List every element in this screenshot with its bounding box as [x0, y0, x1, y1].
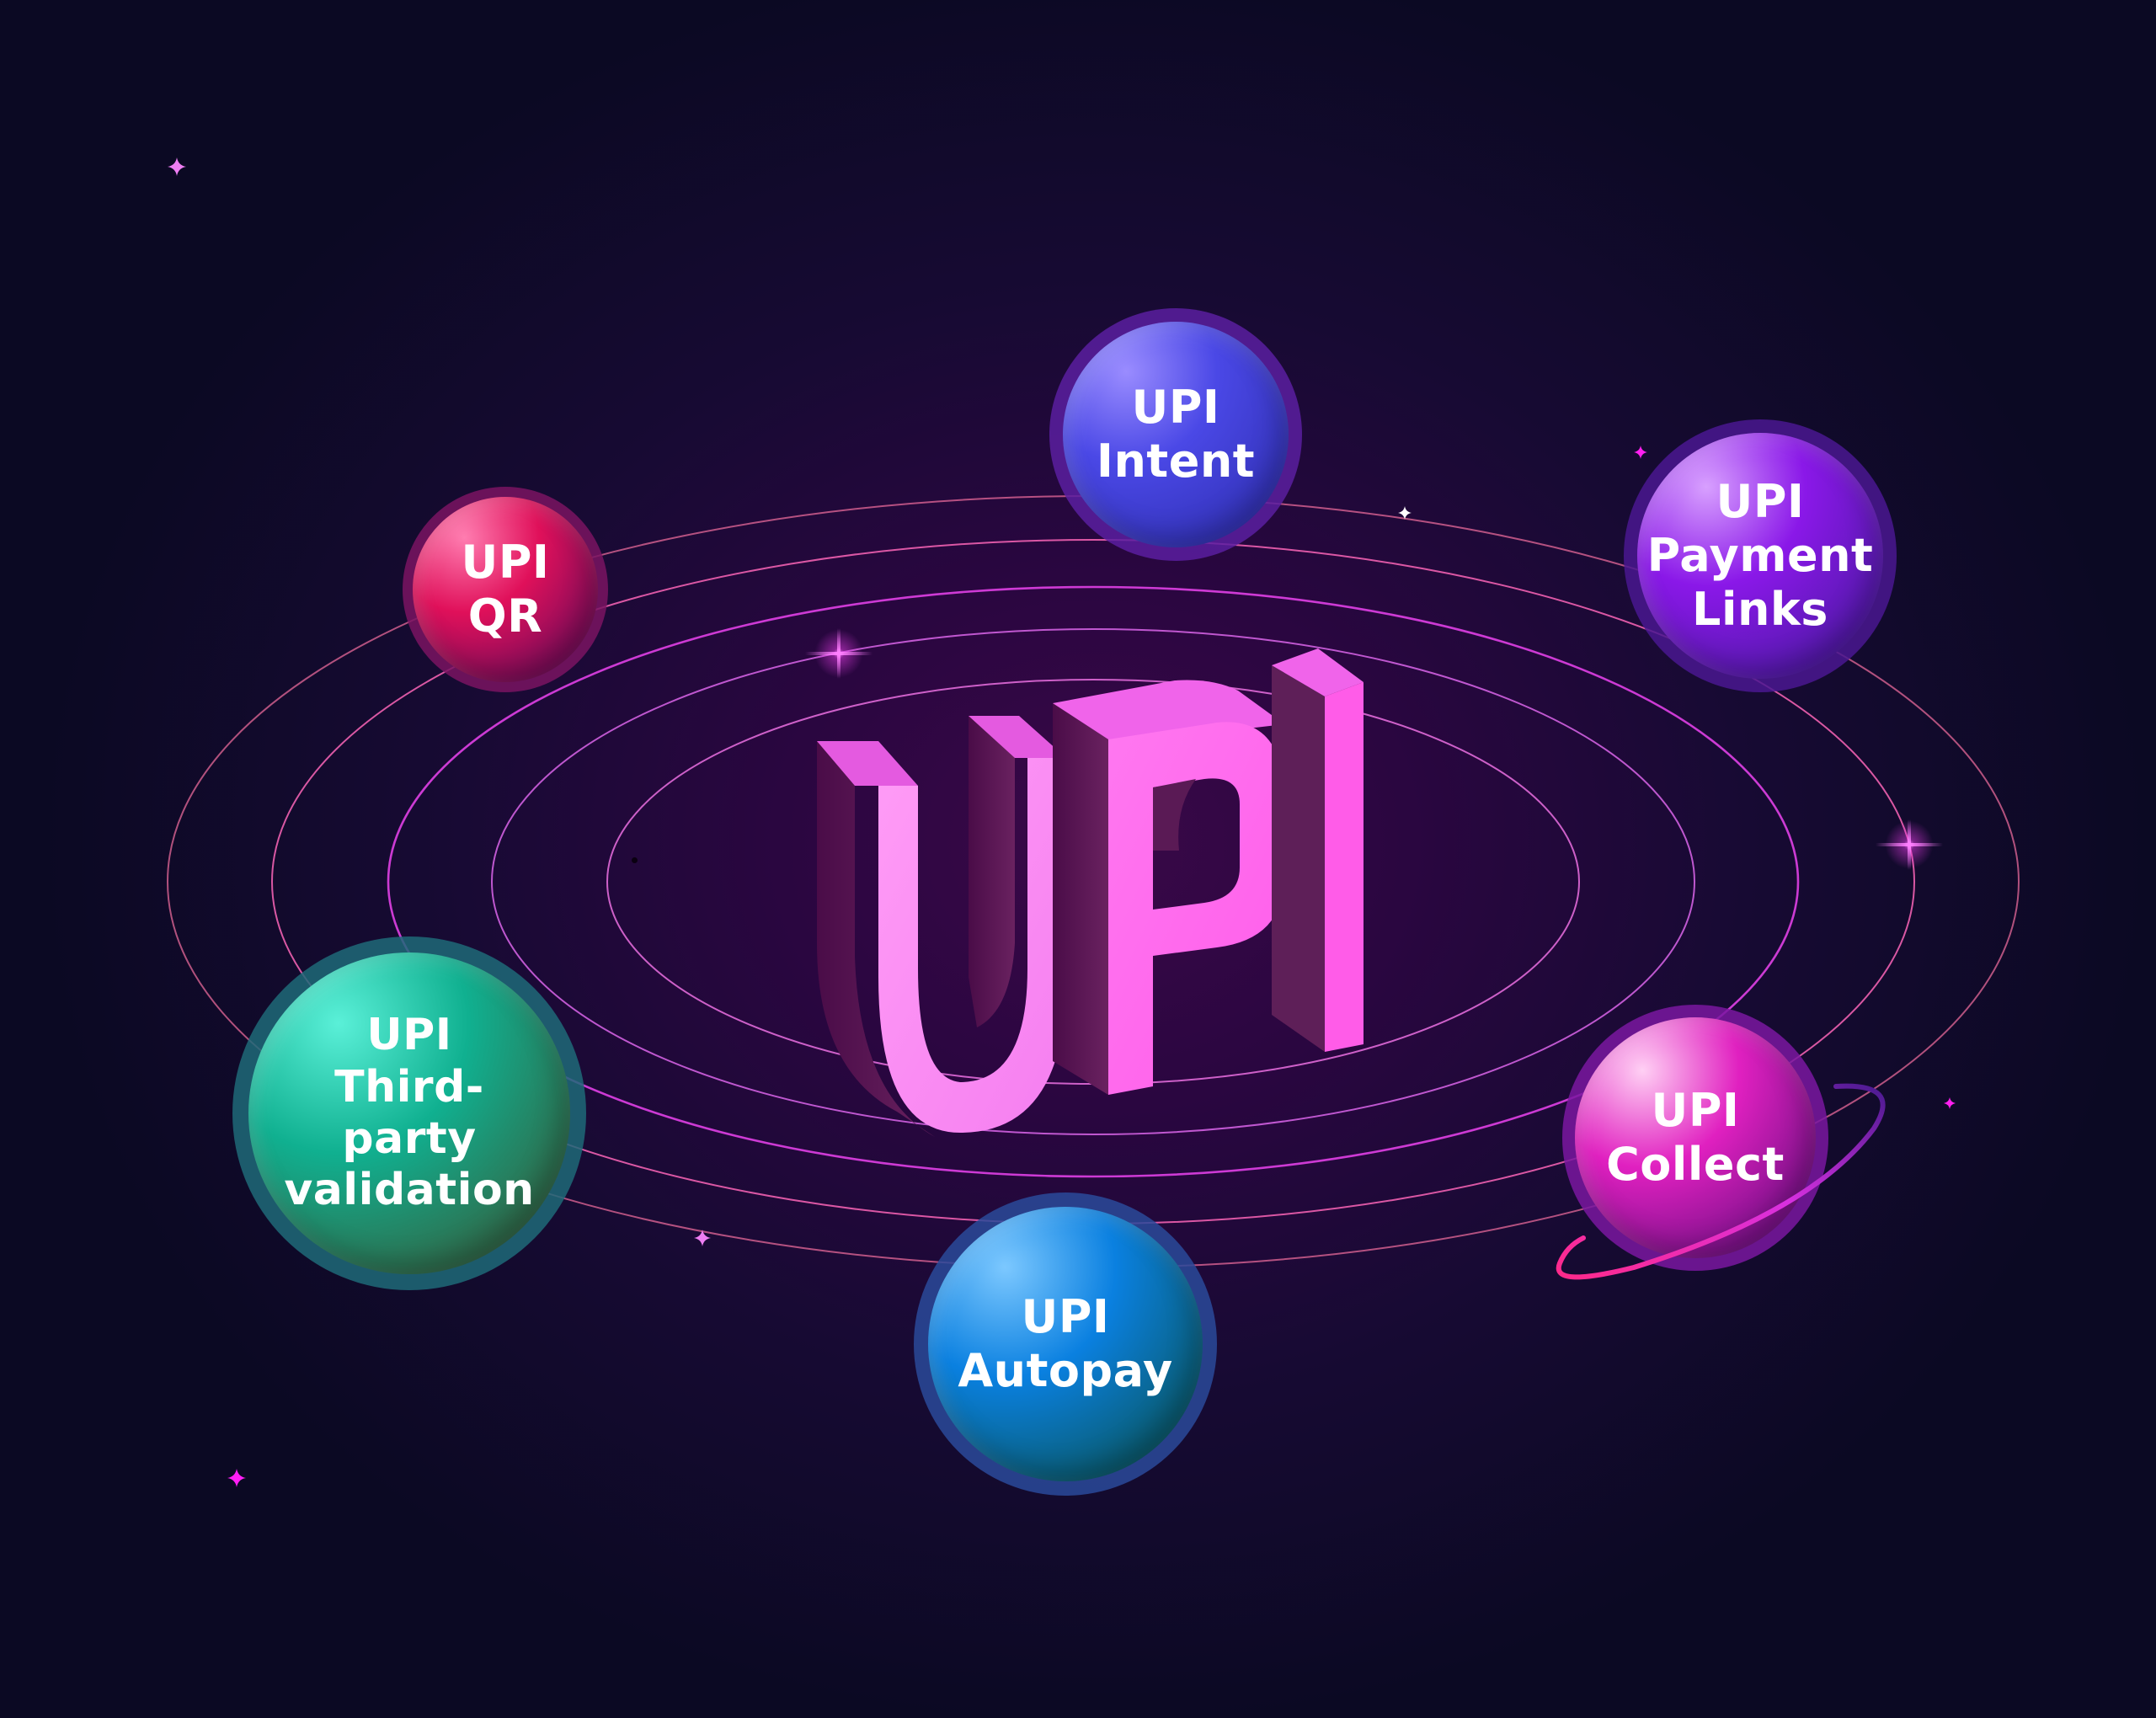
node-qr: UPI QR [413, 497, 598, 682]
node-collect: UPI Collect [1575, 1017, 1816, 1258]
sparkle-icon [1944, 1097, 1956, 1109]
node-intent: UPI Intent [1063, 322, 1289, 547]
node-label: UPI Intent [1096, 381, 1256, 488]
node-label: UPI Payment Links [1646, 475, 1874, 636]
node-third-party-validation: UPI Third- party validation [248, 952, 570, 1274]
node-autopay: UPI Autopay [928, 1207, 1203, 1481]
glow-sparkle-icon [1871, 807, 1947, 883]
node-label: UPI Third- party validation [284, 1010, 535, 1216]
node-label: UPI Collect [1606, 1084, 1785, 1191]
orbit-ring-3 [387, 585, 1800, 1178]
sparkle-icon [694, 1230, 711, 1246]
sparkle-icon [168, 157, 186, 176]
orbit-ring-2 [491, 628, 1695, 1135]
sparkle-icon [1634, 446, 1647, 459]
node-label: UPI Autopay [958, 1290, 1173, 1397]
glow-sparkle-icon [801, 616, 877, 691]
dark-dot [632, 857, 638, 863]
node-label: UPI QR [461, 536, 550, 643]
sparkle-icon [1398, 506, 1412, 520]
sparkle-icon [227, 1469, 246, 1487]
node-payment-links: UPI Payment Links [1637, 433, 1883, 679]
